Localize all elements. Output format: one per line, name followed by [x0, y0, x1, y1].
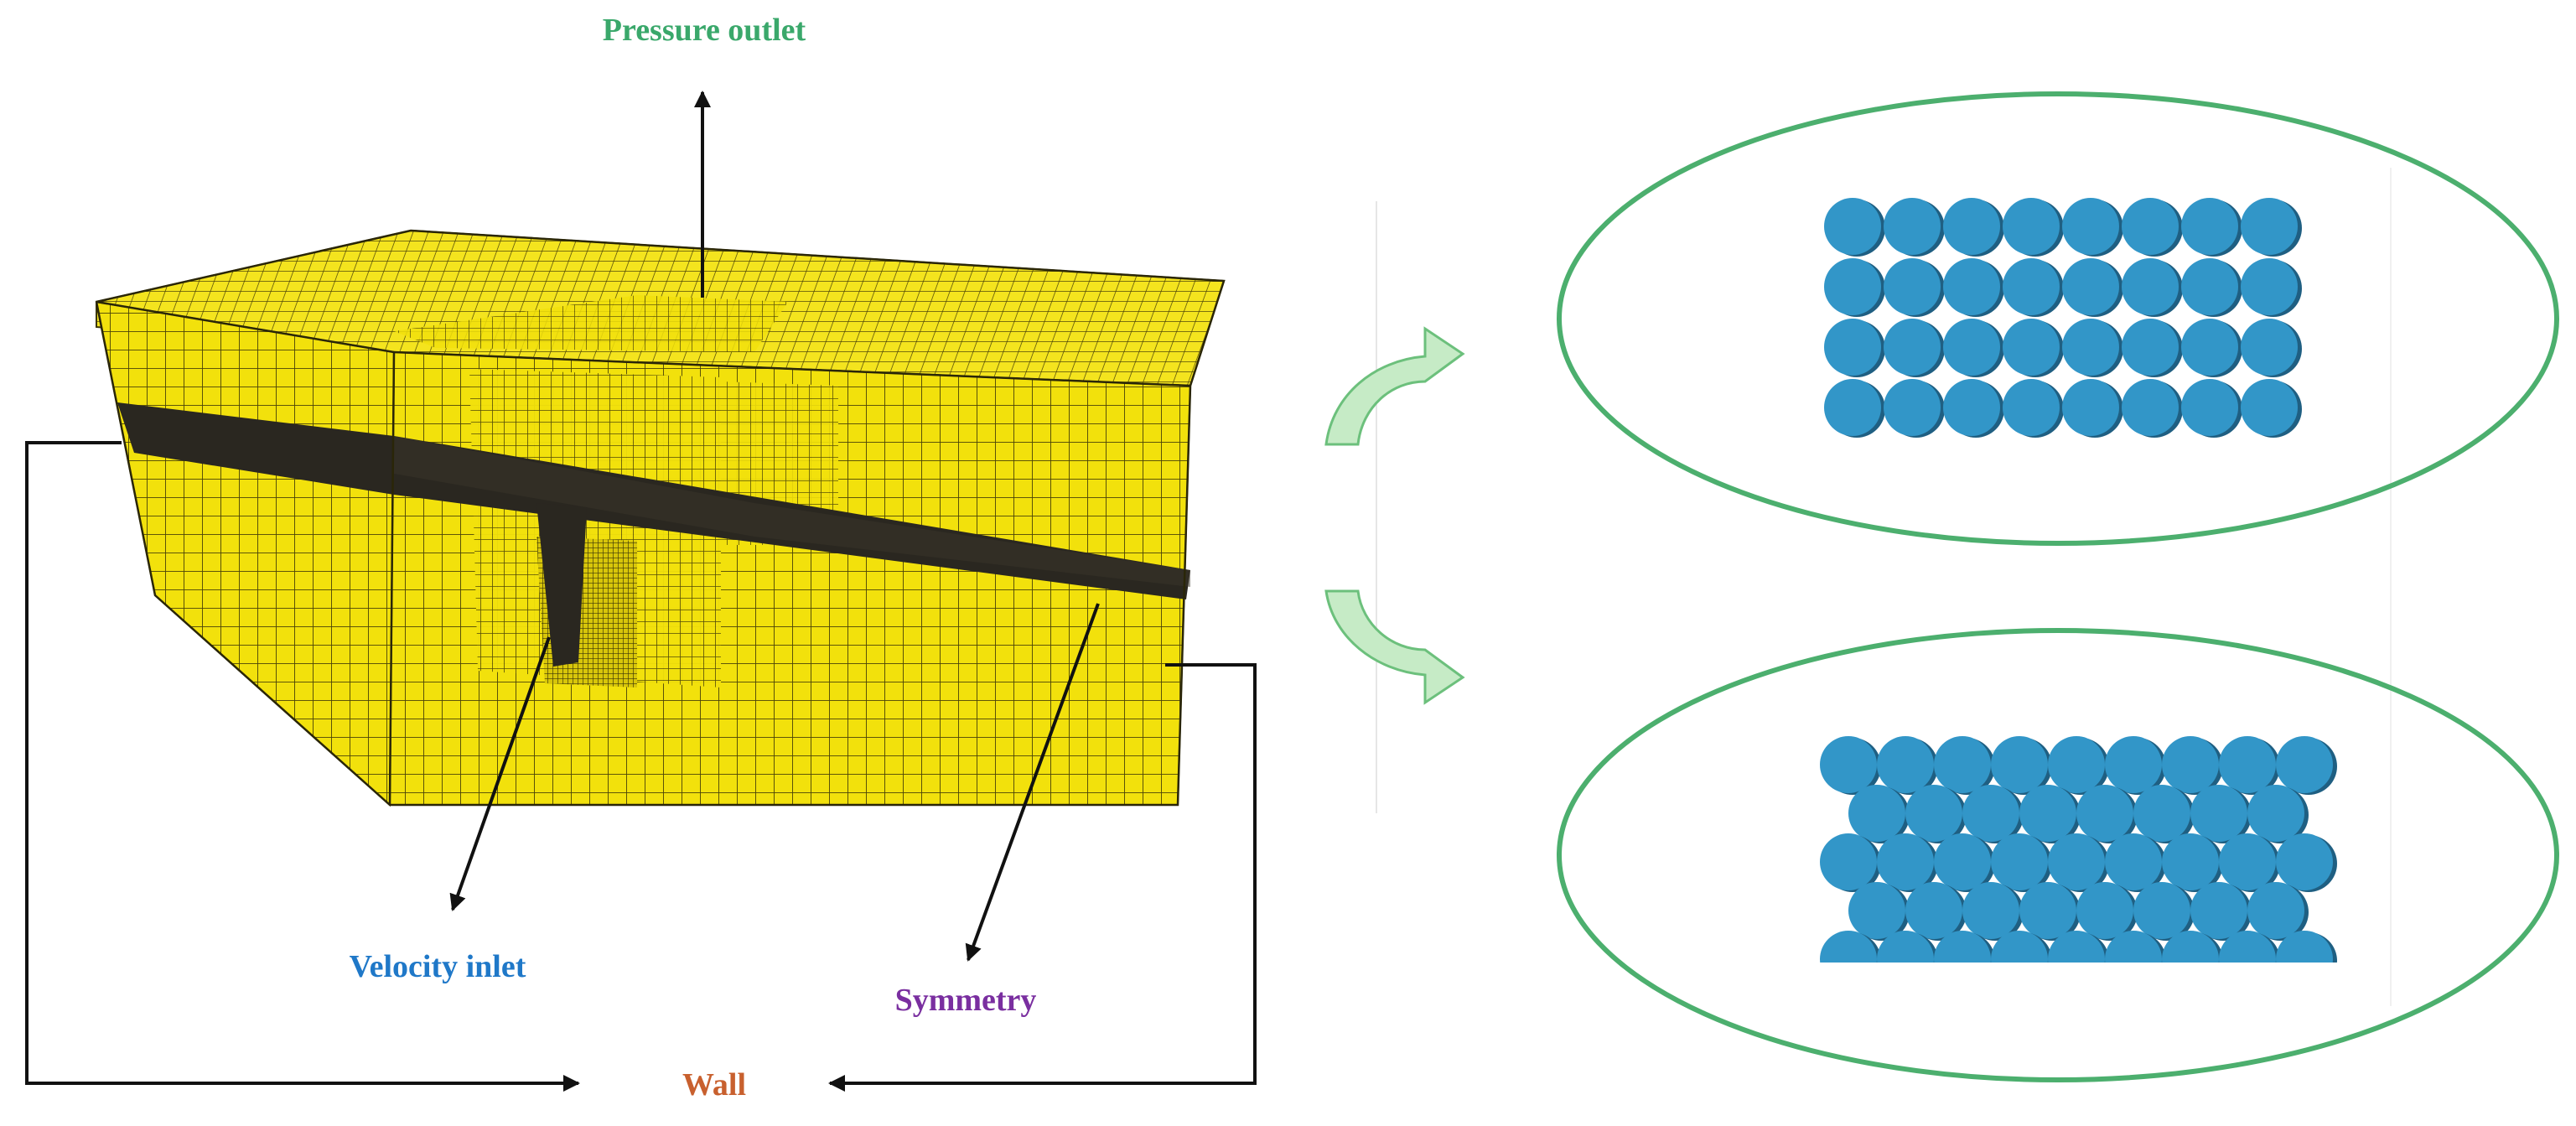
inline-arrangement-ellipse [1557, 91, 2559, 546]
symmetry-label: Symmetry [895, 983, 1037, 1018]
tube [2122, 258, 2179, 315]
tube [2003, 319, 2060, 376]
tube [1962, 882, 2019, 939]
tube [2122, 198, 2179, 255]
tube [2181, 198, 2238, 255]
curved-arrow-down [1324, 589, 1465, 705]
staggered-arrangement-panel [1557, 628, 2559, 1082]
staggered-tube-bundle [1802, 736, 2372, 1013]
tube [2219, 736, 2276, 793]
tube [2133, 882, 2190, 939]
tube [2241, 319, 2298, 376]
tube [1877, 736, 1934, 793]
mesh-domain [95, 229, 1226, 807]
mesh-top-refined-zone [394, 295, 788, 352]
tube [2122, 379, 2179, 436]
mesh-left-face [95, 300, 396, 807]
tube [1824, 258, 1881, 315]
boundary-arrows [25, 91, 1257, 1092]
tube [2076, 785, 2133, 842]
tube [1824, 198, 1881, 255]
tube [2019, 785, 2076, 842]
tube [2062, 258, 2119, 315]
velocity-inlet-label: Velocity inlet [350, 949, 526, 984]
wall-arrow-left [25, 441, 580, 1092]
tube [1877, 833, 1934, 890]
tube [1962, 785, 2019, 842]
inline-arrangement-panel [1557, 91, 2559, 546]
symmetry-arrow [965, 603, 1100, 962]
tube [2062, 379, 2119, 436]
inlet-stem [536, 503, 587, 667]
tube [2241, 198, 2298, 255]
tube [2062, 319, 2119, 376]
tube [2181, 258, 2238, 315]
velocity-inlet-arrow [449, 636, 551, 911]
tube [2003, 258, 2060, 315]
tube [1848, 785, 1905, 842]
tube [2241, 258, 2298, 315]
tube [2162, 833, 2219, 890]
staggered-arrangement-ellipse [1557, 628, 2559, 1082]
tube [1824, 379, 1881, 436]
tube [1820, 736, 1877, 793]
tube [1884, 258, 1941, 315]
tube [2181, 319, 2238, 376]
tube [2181, 379, 2238, 436]
tube [1934, 833, 1991, 890]
tube [2048, 736, 2105, 793]
tube [1991, 833, 2048, 890]
pressure-outlet-label: Pressure outlet [603, 13, 806, 48]
wall-label: Wall [682, 1067, 746, 1103]
tube [1884, 198, 1941, 255]
tube [2276, 736, 2333, 793]
tube [2190, 882, 2247, 939]
tube [2247, 882, 2304, 939]
tube [2276, 833, 2333, 890]
tube [2105, 833, 2162, 890]
tube [1905, 785, 1962, 842]
tube [2190, 785, 2247, 842]
inline-tube-bundle [1824, 198, 2302, 438]
tube [2162, 736, 2219, 793]
tube [2133, 785, 2190, 842]
tube [1991, 736, 2048, 793]
tube [2076, 882, 2133, 939]
tube [2122, 319, 2179, 376]
tube [1848, 882, 1905, 939]
tube [1943, 258, 2000, 315]
tube [1934, 736, 1991, 793]
tube [1943, 198, 2000, 255]
tube [2048, 833, 2105, 890]
tube [1905, 882, 1962, 939]
tube [2241, 379, 2298, 436]
tube [1943, 379, 2000, 436]
tube [1884, 319, 1941, 376]
tube [2247, 785, 2304, 842]
bundle-cut-mask [1802, 963, 2372, 1013]
curved-arrow-up [1324, 326, 1465, 446]
tube [2219, 833, 2276, 890]
wall-arrow-right [828, 663, 1257, 1092]
tube [1884, 379, 1941, 436]
tube [2019, 882, 2076, 939]
tube [1943, 319, 2000, 376]
tube [2105, 736, 2162, 793]
tube [2062, 198, 2119, 255]
tube [2003, 198, 2060, 255]
tube [1824, 319, 1881, 376]
tube [2003, 379, 2060, 436]
tube [1820, 833, 1877, 890]
